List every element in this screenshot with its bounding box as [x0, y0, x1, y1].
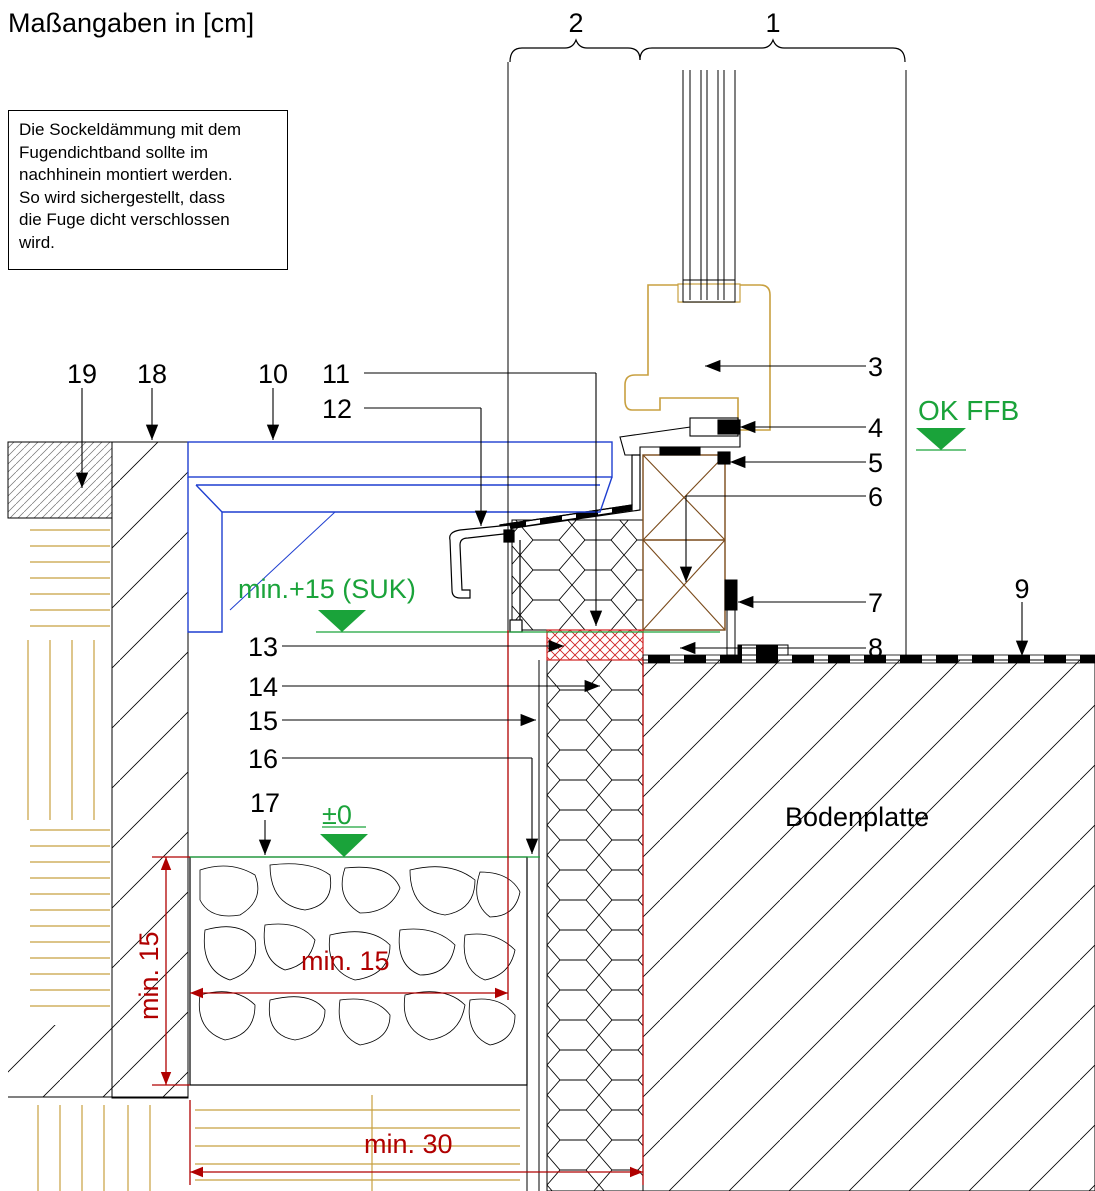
slab-label: Bodenplatte: [785, 802, 929, 832]
zone-braces: [509, 38, 906, 63]
sill-flashing: [449, 454, 641, 633]
dimensions: [152, 630, 644, 1185]
ok-ffb-level-marker: [916, 428, 966, 450]
zone-1-label: 1: [765, 8, 780, 38]
callout-7: 7: [868, 588, 883, 618]
dimension-width-15: min. 15: [301, 946, 390, 976]
perimeter-insulation: [526, 659, 644, 1191]
callout-4: 4: [868, 413, 883, 443]
plinth-seal: [724, 579, 789, 656]
callout-11: 11: [322, 359, 350, 389]
dimension-width-30: min. 30: [364, 1129, 453, 1159]
plinth-insulation: [511, 519, 645, 631]
note-line: So wird sichergestellt, dass: [19, 187, 225, 207]
note-line: wird.: [19, 232, 55, 252]
window-sill: [187, 441, 613, 633]
callout-3: 3: [868, 352, 883, 382]
callout-leaders: [75, 359, 1029, 855]
callout-15: 15: [248, 706, 278, 736]
note-line: Fugendichtband sollte im: [19, 142, 209, 162]
suk-level-marker: [318, 610, 366, 632]
callout-13: 13: [248, 632, 278, 662]
note-line: Die Sockeldämmung mit dem: [19, 120, 242, 139]
zero-label: ±0: [322, 800, 352, 830]
drawing-title: Maßangaben in [cm]: [8, 8, 255, 38]
note-line: nachhinein montiert werden.: [19, 165, 233, 184]
note-box: Die Sockeldämmung mit dem Fugendichtband…: [8, 110, 288, 270]
masonry-wall: [7, 441, 189, 1099]
callout-17: 17: [250, 788, 280, 818]
floor-membrane: [642, 654, 1095, 664]
callout-14: 14: [248, 672, 278, 702]
zero-level-marker: [320, 834, 368, 857]
callout-10: 10: [258, 359, 288, 389]
suk-label: min.+15 (SUK): [238, 574, 416, 604]
gravel-bed: [189, 856, 528, 1086]
sill-profile: [619, 417, 741, 465]
callout-19: 19: [67, 359, 97, 389]
sealing-block: [546, 629, 644, 661]
window-frame: [624, 283, 771, 431]
reference-lines: [507, 62, 907, 660]
ok-ffb-label: OK FFB: [918, 395, 1019, 426]
callout-8: 8: [868, 633, 883, 663]
callout-5: 5: [868, 448, 883, 478]
zone-2-label: 2: [568, 8, 583, 38]
callout-6: 6: [868, 482, 883, 512]
callout-18: 18: [137, 359, 167, 389]
note-line: die Fuge dicht verschlossen: [19, 210, 230, 229]
callout-9: 9: [1014, 574, 1029, 604]
glazing: [682, 70, 736, 303]
floor-slab: [642, 659, 1095, 1191]
timber-beam: [642, 454, 726, 631]
callout-12: 12: [322, 394, 352, 424]
wood-fibre-layer: [27, 529, 520, 1191]
dimension-height-15: min. 15: [134, 931, 164, 1020]
callout-16: 16: [248, 744, 278, 774]
level-markers: [190, 428, 966, 858]
